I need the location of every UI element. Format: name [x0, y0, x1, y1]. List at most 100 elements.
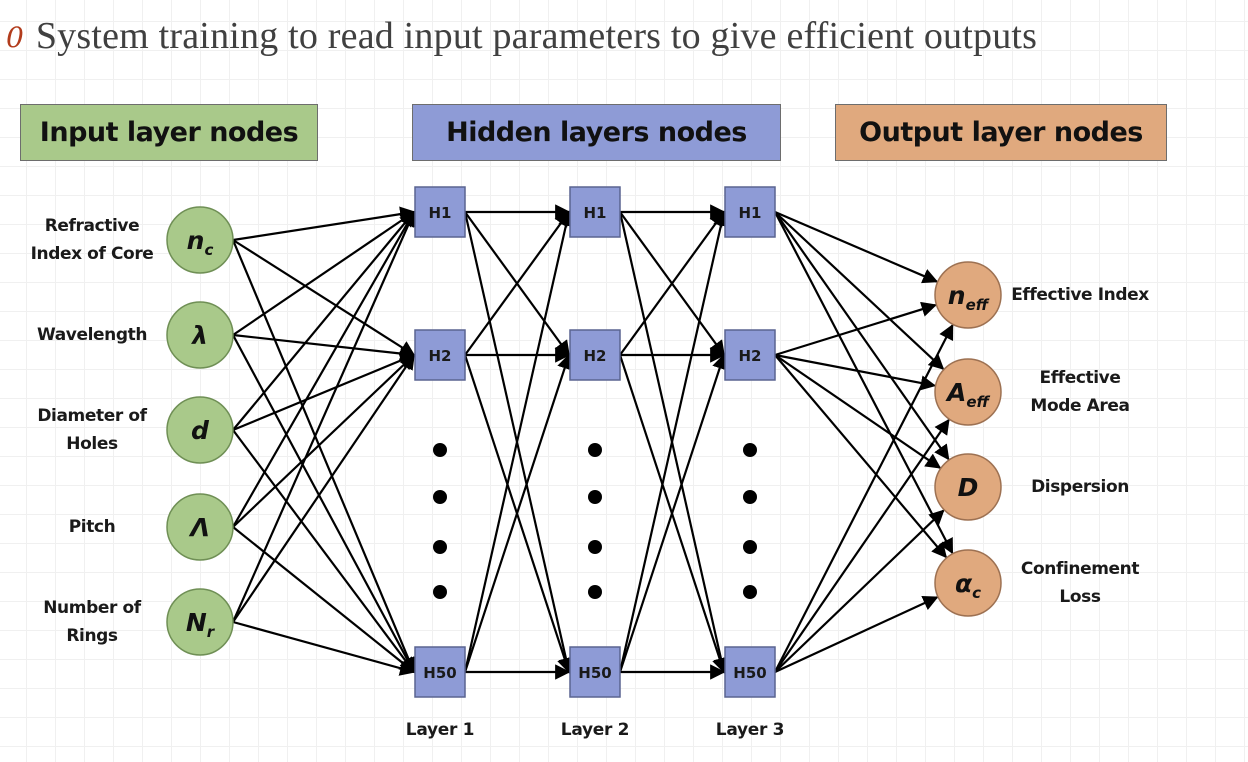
- output-node-3: D: [934, 453, 1002, 521]
- slide-title: System training to read input parameters…: [35, 15, 1038, 57]
- input-node-label: Number of Rings: [17, 594, 167, 650]
- input-node-2: λ: [166, 301, 234, 369]
- edge-hidden-to-output: [774, 353, 937, 391]
- edge-hidden-to-output: [774, 211, 950, 461]
- input-node-3-symbol: d: [191, 416, 210, 445]
- hidden-node-label: H2: [739, 347, 762, 365]
- hidden-node-box: [724, 646, 776, 698]
- ellipsis-dot: [588, 490, 602, 504]
- hidden-node-label: H2: [584, 347, 607, 365]
- output-node-label-line: Loss: [1059, 587, 1101, 607]
- output-layer-header: Output layer nodes: [835, 104, 1167, 161]
- input-node-1-circle: [166, 206, 234, 274]
- edge-input-to-hidden: [232, 334, 415, 674]
- hidden-node-h1: H1: [414, 186, 466, 238]
- ellipsis-dot: [588, 443, 602, 457]
- input-node-label: Pitch: [17, 513, 167, 541]
- edge-hidden-to-output: [774, 301, 938, 357]
- bullet-icon: 0: [6, 20, 24, 54]
- edge-hidden-to-hidden: [463, 353, 572, 673]
- output-node-3-symbol: D: [958, 473, 979, 502]
- hidden-layers-header-label: Hidden layers nodes: [446, 117, 747, 148]
- hidden-node-label: H2: [429, 347, 452, 365]
- edge-input-to-hidden: [232, 333, 416, 362]
- ellipsis-dot: [743, 490, 757, 504]
- hidden-node-box: [724, 329, 776, 381]
- edge-input-to-hidden: [232, 239, 416, 356]
- input-node-label-line: Rings: [66, 626, 118, 646]
- hidden-node-box: [569, 329, 621, 381]
- edge-hidden-to-output: [774, 354, 948, 559]
- hidden-node-box: [414, 646, 466, 698]
- hidden-node-label: H1: [429, 204, 452, 222]
- output-node-4-circle: [934, 549, 1002, 617]
- input-layer-header: Input layer nodes: [20, 104, 318, 161]
- input-node-4-symbol: Λ: [188, 513, 209, 542]
- input-node-4-circle: [166, 493, 234, 561]
- input-node-2-circle: [166, 301, 234, 369]
- edge-input-to-hidden: [231, 210, 416, 623]
- edge-input-to-hidden: [231, 239, 416, 674]
- hidden-node-box: [414, 329, 466, 381]
- edge-hidden-to-output: [774, 596, 939, 673]
- output-node-1-symbol: neff: [948, 281, 990, 314]
- edge-input-to-hidden: [232, 620, 416, 676]
- output-node-1: neff: [934, 261, 1002, 329]
- ellipsis-dot: [588, 540, 602, 554]
- edge-input-to-hidden: [232, 211, 416, 336]
- hidden-node-h50: H50: [414, 646, 466, 698]
- input-node-3: d: [166, 396, 234, 464]
- output-node-label: Dispersion: [995, 473, 1165, 501]
- output-layer-header-label: Output layer nodes: [859, 117, 1143, 148]
- edge-hidden-to-output: [774, 418, 950, 673]
- ellipsis-dot: [588, 585, 602, 599]
- edge-hidden-to-hidden: [618, 210, 729, 673]
- output-node-label: Effective Index: [995, 281, 1165, 309]
- ellipsis-dot: [743, 443, 757, 457]
- edge-hidden-to-hidden: [463, 210, 574, 673]
- hidden-node-h2: H2: [569, 329, 621, 381]
- hidden-node-box: [414, 186, 466, 238]
- input-node-5: Nr: [166, 588, 234, 656]
- edge-hidden-to-output: [774, 210, 939, 284]
- hidden-node-label: H50: [578, 664, 611, 682]
- output-node-1-circle: [934, 261, 1002, 329]
- hidden-node-h1: H1: [569, 186, 621, 238]
- hidden-node-h1: H1: [724, 186, 776, 238]
- hidden-node-h50: H50: [569, 646, 621, 698]
- hidden-node-box: [569, 646, 621, 698]
- input-node-4: Λ: [166, 493, 234, 561]
- hidden-node-h2: H2: [724, 329, 776, 381]
- edge-hidden-to-output: [774, 323, 954, 673]
- hidden-node-box: [569, 186, 621, 238]
- input-node-label-line: Index of Core: [30, 244, 154, 264]
- input-node-5-symbol: Nr: [186, 608, 216, 641]
- input-node-label-line: Refractive: [44, 216, 140, 236]
- layer-label: Layer 1: [405, 720, 475, 740]
- edge-input-to-hidden: [232, 353, 416, 528]
- output-node-4: αc: [934, 549, 1002, 617]
- input-node-label-line: Holes: [66, 434, 118, 454]
- input-node-label-line: Number of: [43, 598, 141, 618]
- input-node-label-line: Wavelength: [36, 325, 148, 345]
- ellipsis-dot: [433, 585, 447, 599]
- slide-title-row: 0 System training to read input paramete…: [6, 8, 1037, 64]
- edge-hidden-to-output: [774, 354, 942, 469]
- edge-hidden-to-hidden: [619, 210, 725, 356]
- hidden-node-label: H1: [739, 204, 762, 222]
- hidden-node-label: H1: [584, 204, 607, 222]
- edge-input-to-hidden: [232, 353, 415, 623]
- hidden-node-label: H50: [423, 664, 456, 682]
- edge-hidden-to-hidden: [618, 353, 727, 673]
- output-node-3-circle: [934, 453, 1002, 521]
- hidden-layers-header: Hidden layers nodes: [412, 104, 781, 161]
- output-node-label-line: Mode Area: [1030, 396, 1130, 416]
- ellipsis-dot: [743, 540, 757, 554]
- input-node-1: nc: [166, 206, 234, 274]
- edge-hidden-to-hidden: [464, 210, 570, 356]
